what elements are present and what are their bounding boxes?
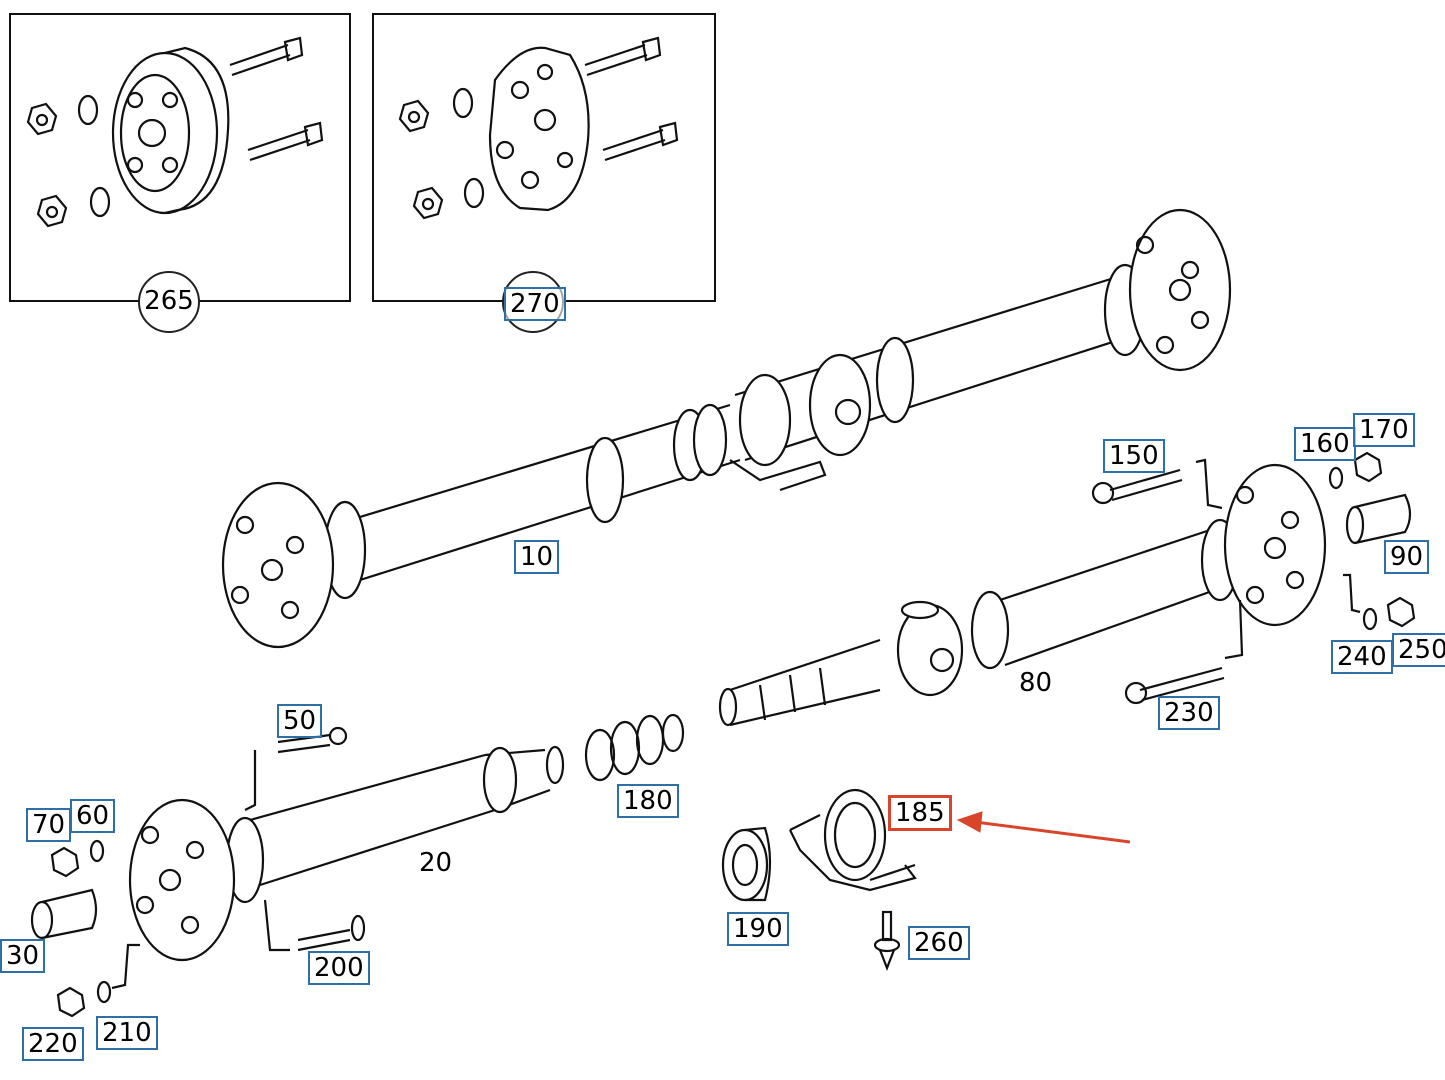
front-shaft-20	[128, 745, 565, 962]
callout-185-highlighted[interactable]: 185	[888, 795, 952, 831]
pointer-arrow	[956, 811, 1131, 844]
boot-180	[584, 713, 685, 782]
main-driveshaft-10	[221, 208, 1232, 649]
callout-50[interactable]: 50	[277, 704, 323, 738]
callout-265[interactable]: 265	[138, 271, 200, 333]
callout-260[interactable]: 260	[908, 926, 970, 960]
callout-160[interactable]: 160	[1294, 427, 1356, 461]
callout-200[interactable]: 200	[308, 951, 370, 985]
callout-230[interactable]: 230	[1158, 696, 1220, 730]
rear-shaft-80	[718, 463, 1327, 727]
flex-disc-kit-270	[398, 36, 679, 220]
callout-90[interactable]: 90	[1384, 540, 1430, 574]
callout-190[interactable]: 190	[727, 912, 789, 946]
callout-250[interactable]: 250	[1392, 633, 1445, 667]
callout-150[interactable]: 150	[1103, 439, 1165, 473]
callout-180[interactable]: 180	[617, 784, 679, 818]
callout-20[interactable]: 20	[419, 848, 453, 878]
callout-10[interactable]: 10	[514, 540, 560, 574]
flex-disc-kit-265	[26, 36, 324, 228]
hardware	[30, 451, 1416, 1018]
callout-70[interactable]: 70	[26, 808, 72, 842]
callout-240[interactable]: 240	[1331, 640, 1393, 674]
callout-220[interactable]: 220	[22, 1027, 84, 1061]
center-support-bearing-185	[789, 788, 917, 892]
inset-box-270	[372, 13, 716, 302]
callout-170[interactable]: 170	[1353, 413, 1415, 447]
bolt-260	[873, 910, 901, 972]
callout-80[interactable]: 80	[1019, 668, 1053, 698]
callout-210[interactable]: 210	[96, 1016, 158, 1050]
callout-60[interactable]: 60	[70, 799, 116, 833]
callout-270[interactable]: 270	[504, 287, 566, 321]
callout-30[interactable]: 30	[0, 939, 46, 973]
bearing-190	[721, 826, 772, 902]
